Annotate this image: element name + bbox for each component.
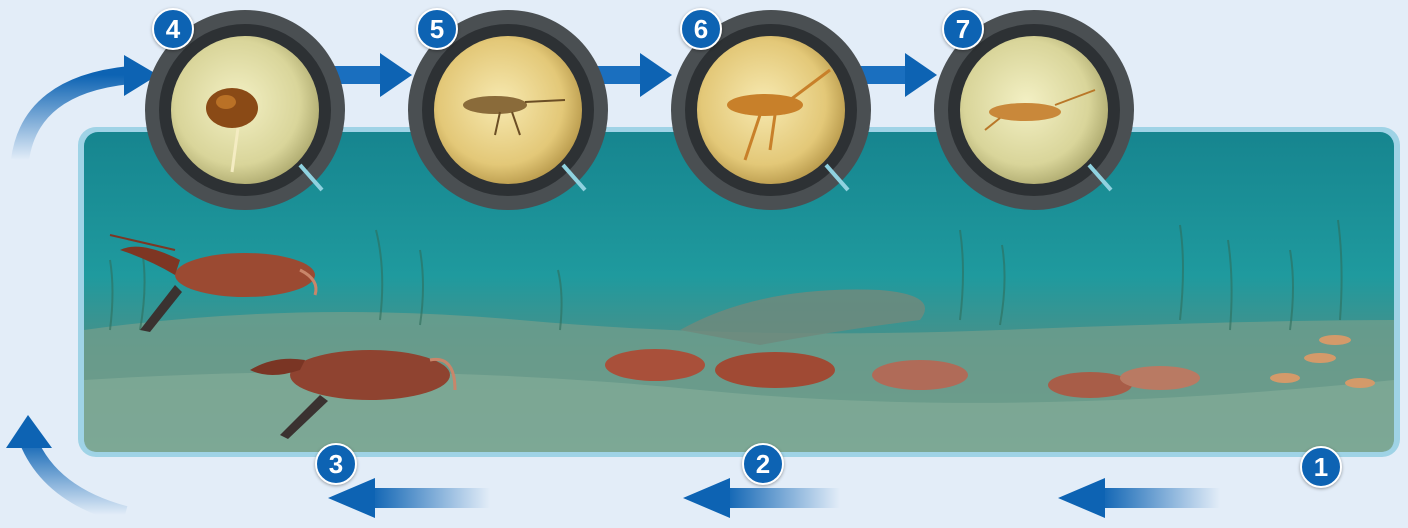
- step-badge-2: 2: [742, 443, 784, 485]
- step-badge-7: 7: [942, 8, 984, 50]
- step-badge-3: 3: [315, 443, 357, 485]
- step-badge-5: 5: [416, 8, 458, 50]
- step-badge-4: 4: [152, 8, 194, 50]
- step-badge-6: 6: [680, 8, 722, 50]
- step-badge-1: 1: [1300, 446, 1342, 488]
- arrow-1-to-2: [1058, 478, 1220, 518]
- arrow-3-to-4: [328, 478, 490, 518]
